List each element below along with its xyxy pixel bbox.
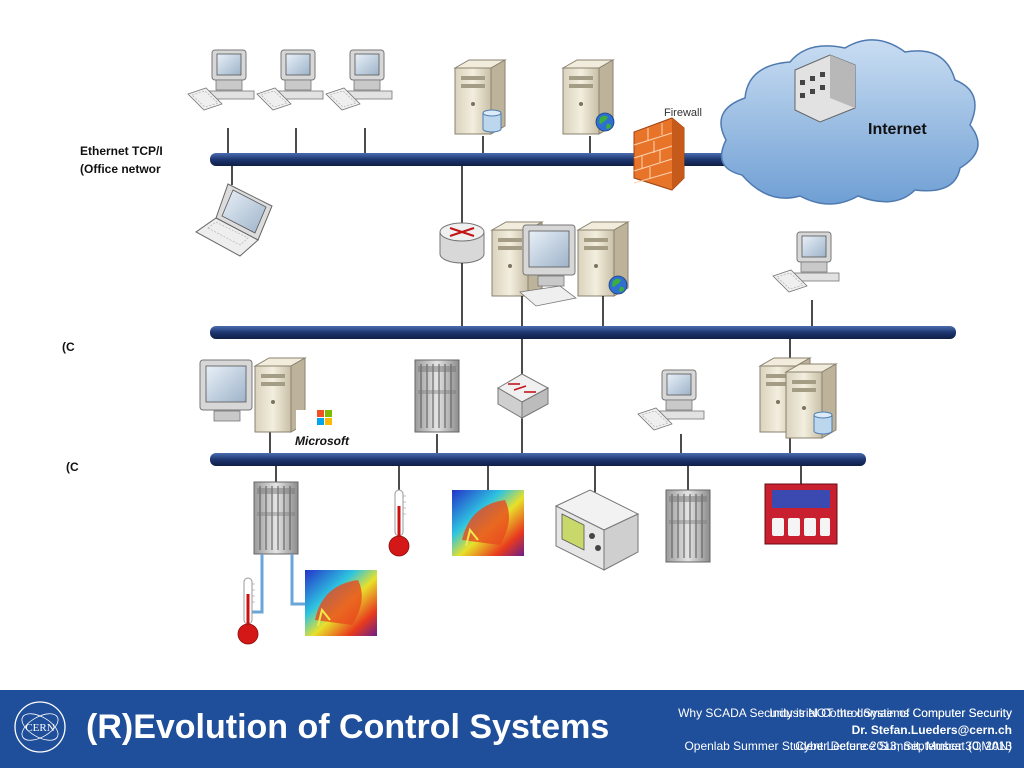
footer-line3-a: Cyber Defence Summit, Muscat (OMAN) [795, 739, 1012, 753]
footer-line3-b: Openlab Summer Student Lecture 2013, Sep… [684, 739, 1012, 753]
router-icon [439, 222, 485, 264]
hmi-pc-icon [637, 369, 705, 431]
plc-1-icon [414, 359, 460, 433]
footer-email: Dr. Stefan.Lueders@cern.ch [851, 723, 1012, 737]
control-drops-top [521, 296, 813, 326]
plc-2-icon [253, 481, 299, 555]
office-network-label: (Office networ [80, 162, 161, 176]
office-drops [227, 128, 591, 226]
scada-server-cluster-icon [491, 221, 629, 307]
windows-workstation-icon [199, 357, 306, 433]
oscilloscope-icon [554, 489, 640, 571]
slide-title: (R)Evolution of Control Systems [86, 708, 610, 746]
microsoft-label: Microsoft [295, 434, 350, 448]
footer-line1-b: Industrial Control Systems Computer Secu… [769, 706, 1012, 720]
office-pc-2-icon [256, 49, 324, 111]
office-pc-1-icon [187, 49, 255, 111]
footer-subtitle-line: Why SCADA Security is NOT the domain of … [678, 706, 1012, 720]
svg-text:CERN: CERN [25, 722, 54, 734]
microsoft-logo-icon [296, 410, 332, 434]
firewall-label: Firewall [664, 107, 702, 119]
thermometer-1-icon [388, 489, 410, 557]
firewall-icon [633, 117, 685, 191]
io-board-icon [764, 483, 838, 545]
control-network-label-1: (C [62, 340, 75, 354]
network-switch-icon [497, 373, 550, 419]
slide-footer: CERN (R)Evolution of Control Systems Why… [0, 690, 1024, 768]
database-server-icon [454, 59, 506, 135]
internet-cloud-icon [720, 39, 979, 205]
control-network-label-2: (C [66, 460, 79, 474]
control-network-bus-2 [210, 453, 866, 466]
footer-line1-a: Why SCADA Security is NOT the domain of … [678, 706, 1012, 720]
field-drops-bottom [275, 466, 802, 494]
sensor-wiring [246, 554, 312, 614]
historian-server-icon [759, 357, 837, 439]
operator-pc-icon [772, 231, 840, 293]
footer-event-line: Cyber Defence Summit, Muscat (OMAN) Open… [684, 739, 1012, 753]
cern-logo-icon: CERN [14, 701, 66, 753]
thermal-image-1-icon [452, 490, 524, 556]
ethernet-label: Ethernet TCP/I [80, 144, 163, 158]
web-server-icon [562, 59, 615, 135]
thermal-image-2-icon [305, 570, 377, 636]
laptop-icon [195, 183, 273, 257]
control-network-bus-1 [210, 326, 956, 339]
network-diagram: Ethernet TCP/I (Office networ Firewall [62, 39, 979, 645]
plc-3-icon [665, 489, 711, 563]
internet-label: Internet [868, 121, 927, 138]
office-pc-3-icon [325, 49, 393, 111]
